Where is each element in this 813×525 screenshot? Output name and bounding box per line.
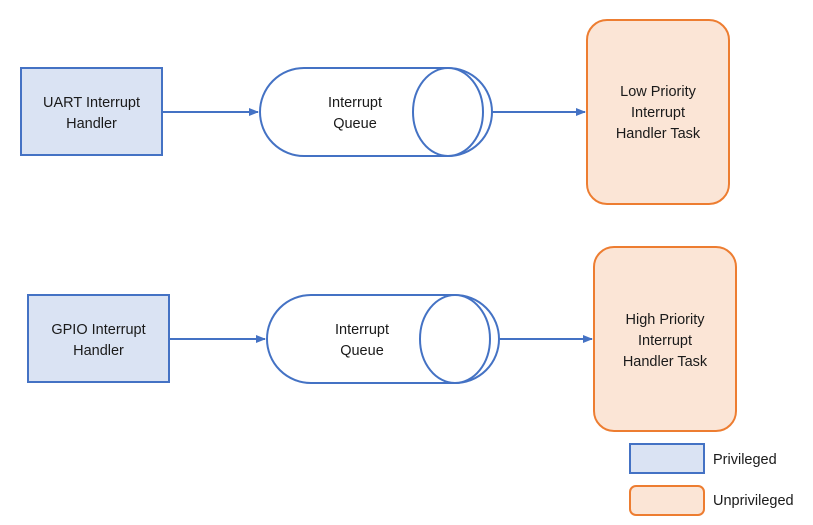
gpio-handler-box	[27, 294, 170, 383]
high-task-label-line3: Handler Task	[623, 354, 708, 370]
low-task-label-line2: Interrupt	[631, 105, 685, 121]
queue-end-cap	[419, 294, 491, 384]
high-task-label-line2: Interrupt	[638, 333, 692, 349]
uart-queue-label-line1: Interrupt	[328, 95, 382, 111]
uart-handler-label-line2: Handler	[66, 116, 117, 132]
low-task-label-line1: Low Priority	[620, 84, 696, 100]
legend-unprivileged-label: Unprivileged	[713, 493, 794, 509]
legend: Privileged Unprivileged	[629, 443, 794, 516]
legend-unprivileged-swatch	[629, 485, 705, 516]
uart-handler-label-line1: UART Interrupt	[43, 95, 140, 111]
gpio-handler-label-line2: Handler	[73, 343, 124, 359]
row-gpio: GPIO Interrupt Handler Interrupt Queue H…	[27, 246, 737, 432]
gpio-interrupt-queue: Interrupt Queue	[266, 294, 500, 384]
uart-handler-box	[20, 67, 163, 156]
gpio-queue-label-line2: Queue	[340, 343, 384, 359]
low-task-label-line3: Handler Task	[616, 126, 701, 142]
low-priority-task-box	[586, 19, 730, 205]
queue-end-cap	[412, 67, 484, 157]
row-uart: UART Interrupt Handler Interrupt Queue L…	[20, 19, 730, 205]
uart-interrupt-queue: Interrupt Queue	[259, 67, 493, 157]
gpio-queue-label-line1: Interrupt	[335, 322, 389, 338]
uart-queue-label-line2: Queue	[333, 116, 377, 132]
high-task-label-line1: High Priority	[626, 312, 706, 328]
legend-privileged-swatch	[629, 443, 705, 474]
legend-privileged-label: Privileged	[713, 452, 777, 468]
high-priority-task-box	[593, 246, 737, 432]
gpio-handler-label-line1: GPIO Interrupt	[51, 322, 145, 338]
